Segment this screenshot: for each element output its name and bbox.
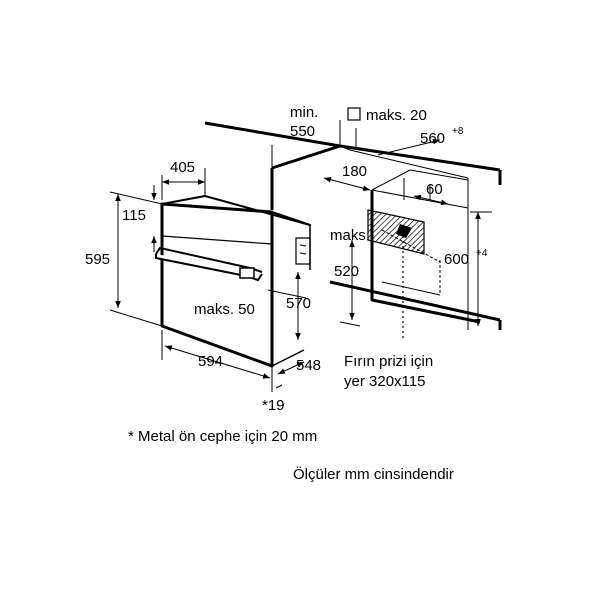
units-note: Ölçüler mm cinsindendir xyxy=(293,466,454,483)
label-socket-line2: yer 320x115 xyxy=(344,373,425,390)
label-115: 115 xyxy=(122,207,146,224)
oven-body xyxy=(160,195,311,368)
label-max520-a: maks. xyxy=(330,227,370,244)
label-max50: maks. 50 xyxy=(194,301,255,318)
label-560: 560 xyxy=(420,130,445,147)
label-550: 550 xyxy=(290,123,315,140)
label-600: 600 xyxy=(444,251,469,268)
label-560-tolerance: +8 xyxy=(452,126,464,137)
socket-area xyxy=(367,209,425,255)
label-405: 405 xyxy=(170,159,195,176)
label-min: min. xyxy=(290,104,318,121)
label-180: 180 xyxy=(342,163,367,180)
oven-handle xyxy=(155,246,263,282)
dimension-labels: min. 550 maks. 20 560 +8 405 180 60 115 … xyxy=(85,104,488,414)
label-star19: *19 xyxy=(262,397,285,414)
label-60: 60 xyxy=(426,181,443,198)
max20-symbol xyxy=(347,107,361,121)
dimension-lines xyxy=(109,120,492,392)
label-max520-b: 520 xyxy=(334,263,359,280)
label-max20: maks. 20 xyxy=(366,107,427,124)
label-600-tolerance: +4 xyxy=(476,248,488,259)
label-548: 548 xyxy=(296,357,321,374)
label-594: 594 xyxy=(198,353,223,370)
label-595: 595 xyxy=(85,251,110,268)
label-socket-line1: Fırın prizi için xyxy=(344,353,433,370)
metal-front-note: * Metal ön cephe için 20 mm xyxy=(128,428,318,445)
label-570: 570 xyxy=(286,295,311,312)
